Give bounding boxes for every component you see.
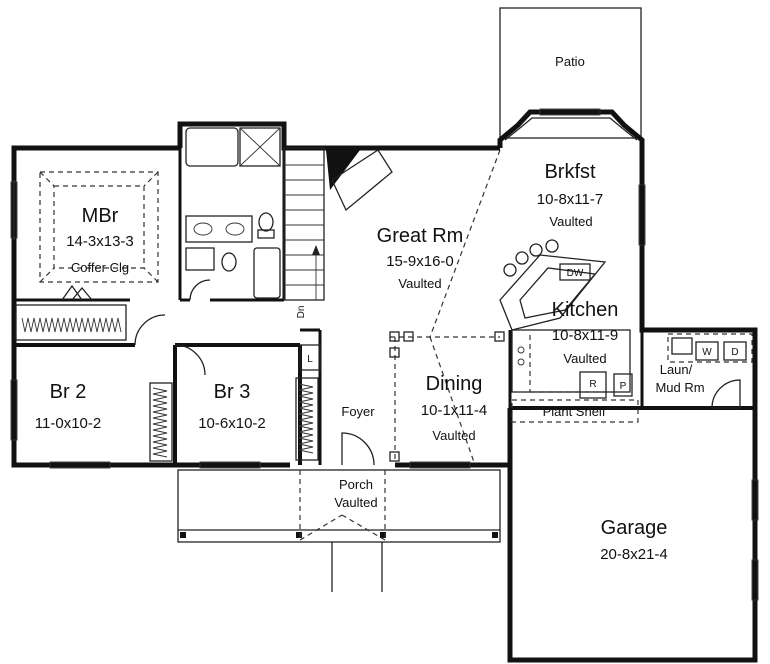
range-label: R: [589, 379, 596, 390]
mbr-size: 14-3x13-3: [66, 233, 134, 250]
mbr-note: Coffer Clg: [71, 260, 129, 275]
dryer-label: D: [731, 347, 738, 358]
kitchen-counters: [499, 239, 639, 423]
dining-name: Dining: [426, 373, 483, 395]
fireplace: [326, 149, 393, 212]
mbr-name: MBr: [82, 205, 119, 227]
brkfst-note: Vaulted: [549, 214, 592, 229]
closets: [15, 304, 321, 462]
laun-name-line1: Laun/: [660, 362, 693, 377]
brkfst-bay-detail: [504, 117, 638, 141]
porch-structure: [177, 469, 501, 592]
laun-name-line2: Mud Rm: [655, 380, 704, 395]
dining-columns: [389, 149, 505, 466]
bath-fixtures: [185, 127, 281, 299]
exterior-walls: [11, 109, 758, 663]
br2-name: Br 2: [50, 381, 87, 403]
dishwasher-label: DW: [567, 268, 584, 279]
laundry-appliances: [667, 333, 753, 363]
foyer-label: Foyer: [341, 404, 375, 419]
great-rm-size: 15-9x16-0: [386, 253, 454, 270]
porch-note: Vaulted: [334, 495, 377, 510]
dining-note: Vaulted: [432, 428, 475, 443]
windows: [10, 108, 759, 601]
plant-shelf-label: Plant Shelf: [543, 404, 606, 419]
br3-size: 10-6x10-2: [198, 415, 266, 432]
kitchen-name: Kitchen: [552, 299, 619, 321]
coffer-ceiling: [39, 171, 159, 283]
doors: [61, 279, 741, 466]
patio-slab: [499, 7, 642, 139]
down-label: Dn: [296, 306, 307, 319]
kitchen-note: Vaulted: [563, 351, 606, 366]
garage-size: 20-8x21-4: [600, 546, 668, 563]
br2-size: 11-0x10-2: [35, 415, 101, 432]
brkfst-name: Brkfst: [544, 161, 596, 183]
pantry-label: P: [620, 381, 627, 392]
brkfst-size: 10-8x11-7: [537, 191, 603, 208]
great-rm-note: Vaulted: [398, 276, 441, 291]
garage-name: Garage: [601, 517, 668, 539]
patio-label: Patio: [555, 54, 585, 69]
dining-size: 10-1x11-4: [421, 402, 487, 419]
great-rm-name: Great Rm: [377, 225, 464, 247]
kitchen-size: 10-8x11-9: [552, 327, 618, 344]
linen-label: L: [307, 354, 313, 365]
porch-name: Porch: [339, 477, 373, 492]
staircase: [283, 147, 325, 301]
washer-label: W: [702, 347, 712, 358]
br3-name: Br 3: [214, 381, 251, 403]
